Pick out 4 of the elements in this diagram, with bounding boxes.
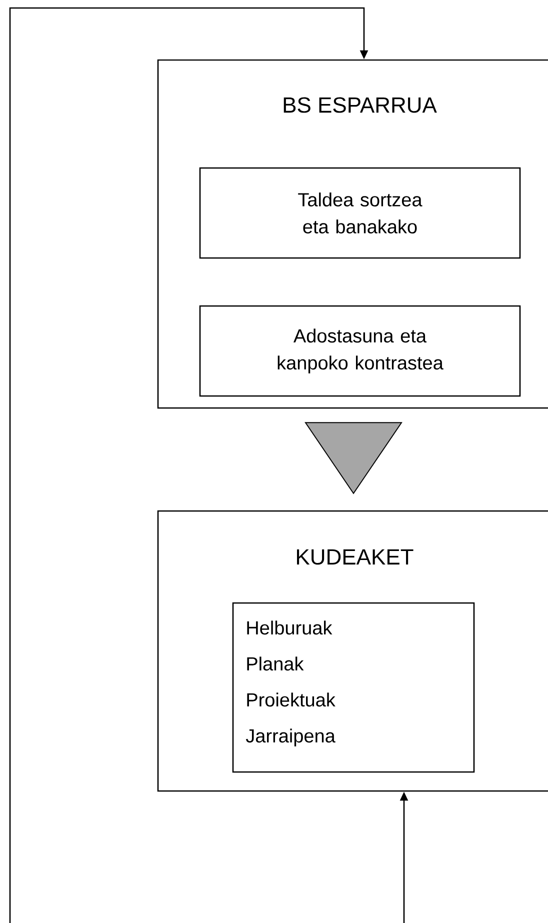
list-box: Helburuak Planak Proiektuak Jarraipena — [232, 602, 475, 773]
feedback-arrow — [9, 7, 368, 923]
process-box: Taldea sortzea eta banakako — [199, 167, 521, 259]
process-box: Adostasuna eta kanpoko kontrastea — [199, 305, 521, 397]
